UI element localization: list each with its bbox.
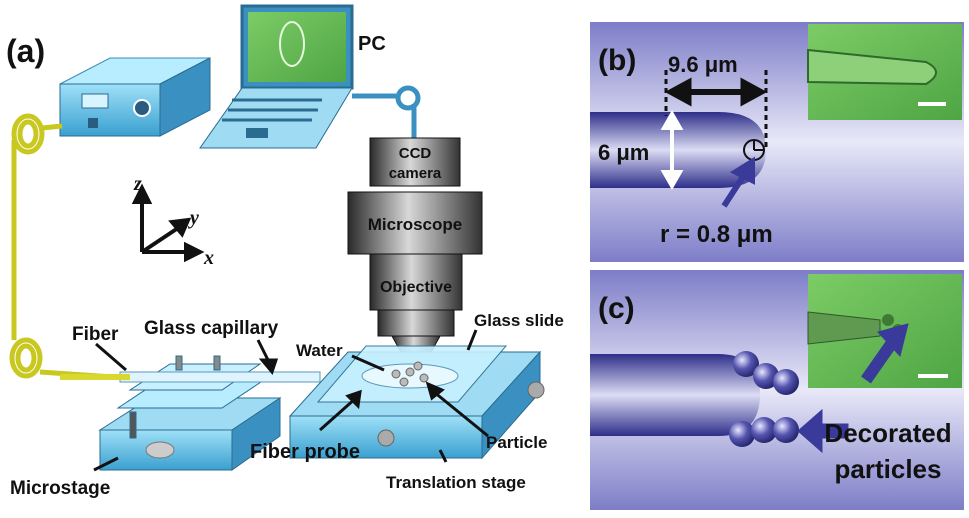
fiber-label: Fiber <box>72 324 119 345</box>
glass-slide-label: Glass slide <box>474 311 564 330</box>
glass-capillary <box>60 371 321 383</box>
ccd-camera: CCD camera <box>369 137 461 187</box>
microscope-body: Microscope Objective <box>347 191 483 355</box>
micrograph-probe-c <box>807 311 881 345</box>
axis-triad <box>131 183 205 263</box>
decorated-particles <box>729 351 799 447</box>
panel-c-tag: (c) <box>598 292 635 325</box>
panel-b: (b) 9.6 μm 6 μm r = 0.8 μm <box>590 22 964 262</box>
decorated-label-line1: Decorated <box>824 418 951 448</box>
camera-cable <box>352 85 421 138</box>
microstage <box>98 355 282 471</box>
axis-y-label: y <box>188 207 199 229</box>
laser-source-box <box>59 57 211 137</box>
scale-bar-b <box>918 102 946 106</box>
axis-x-label: x <box>203 247 214 269</box>
diameter-dimension <box>660 109 684 191</box>
particle-label: Particle <box>486 433 547 452</box>
panel-b-tag: (b) <box>598 44 636 77</box>
radius-arrow <box>721 156 755 208</box>
decorated-label-line2: particles <box>835 454 942 484</box>
radius-label: r = 0.8 μm <box>660 221 773 248</box>
panel-a-tag: (a) <box>6 33 45 69</box>
fiber-probe-b <box>590 112 766 188</box>
fiber-probe-c <box>590 354 760 436</box>
panel-a: (a) <box>6 4 564 499</box>
diameter-label: 6 μm <box>598 140 649 165</box>
water-label: Water <box>296 341 343 360</box>
length-dimension <box>664 70 768 150</box>
ccd-label-line1: CCD <box>399 145 432 162</box>
pc-label: PC <box>358 33 386 55</box>
translation-stage-label: Translation stage <box>386 473 526 492</box>
label-arrows <box>93 329 489 472</box>
glass-capillary-label: Glass capillary <box>144 318 279 339</box>
panel-c: (c) Decorated particles <box>590 270 964 510</box>
axis-z-label: z <box>133 173 142 195</box>
fiber-probe-label: Fiber probe <box>250 441 360 463</box>
decorated-arrows <box>797 323 909 454</box>
ccd-label-line2: camera <box>389 165 442 182</box>
length-label: 9.6 μm <box>668 52 738 77</box>
laptop-pc <box>199 4 354 149</box>
microstage-label: Microstage <box>10 478 110 499</box>
micrograph-probe-b <box>807 48 937 86</box>
microscope-label: Microscope <box>368 215 462 234</box>
screen-probe-image <box>279 21 305 67</box>
objective-label: Objective <box>380 279 452 296</box>
scale-bar-c <box>918 374 948 378</box>
